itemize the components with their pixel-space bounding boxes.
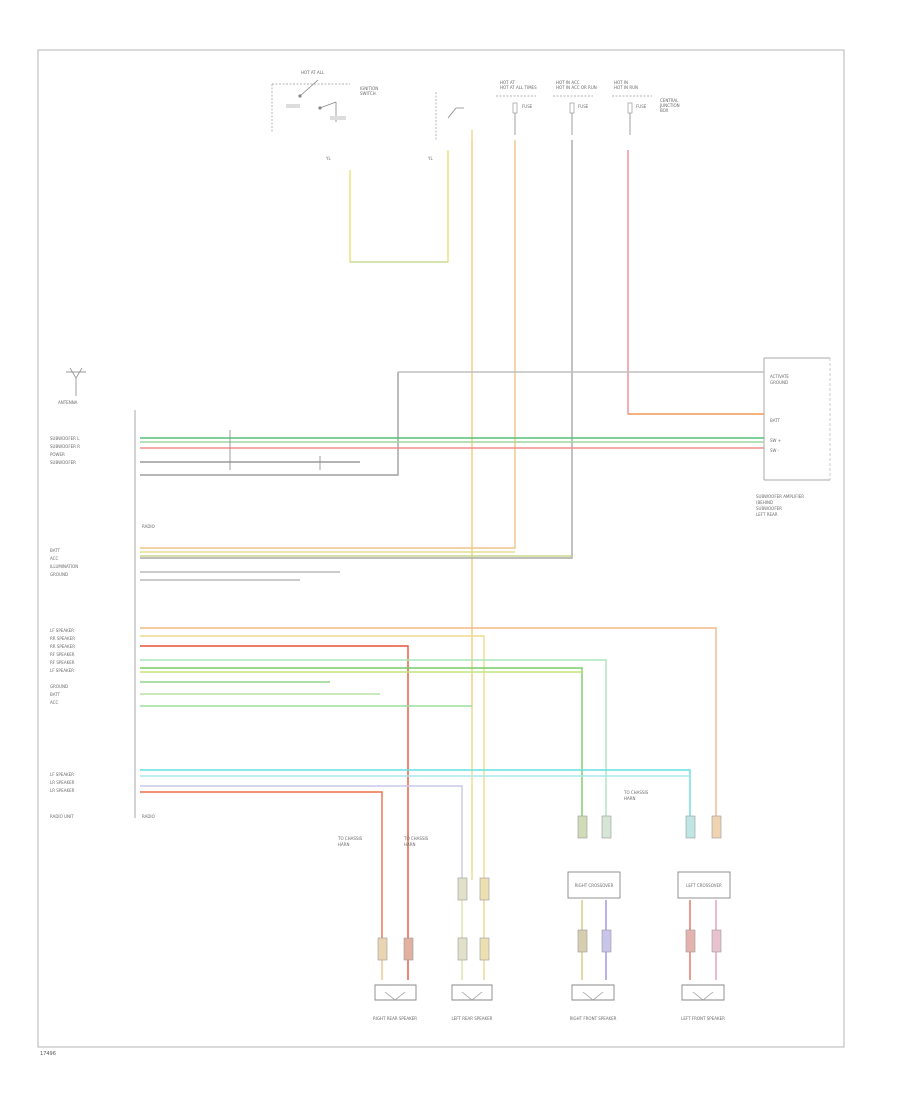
speaker-left-front: LEFT FRONT SPEAKER: [681, 984, 725, 1021]
fuse-label-3: HOT IN RUN: [614, 85, 638, 90]
svg-text:HARN: HARN: [624, 796, 636, 801]
svg-text:BATT: BATT: [770, 418, 781, 423]
svg-text:FUSE: FUSE: [636, 104, 647, 109]
radio-unit-label: RADIO UNIT: [50, 814, 74, 819]
svg-text:CENTRAL: CENTRAL: [660, 98, 679, 103]
svg-text:BATT: BATT: [50, 692, 61, 697]
svg-text:YL: YL: [325, 156, 331, 161]
svg-text:JUNCTION: JUNCTION: [659, 103, 680, 108]
svg-text:IGNITION: IGNITION: [360, 86, 378, 91]
svg-text:HARN: HARN: [338, 842, 350, 847]
svg-text:SUBWOOFER R: SUBWOOFER R: [50, 444, 80, 449]
svg-text:LEFT REAR: LEFT REAR: [756, 512, 778, 517]
speaker-label-rf: RIGHT FRONT SPEAKER: [570, 1016, 617, 1021]
connectors: TO CHASSIS HARN TO CHASSIS HARN TO CHASS…: [337, 790, 722, 961]
svg-text:SWITCH: SWITCH: [360, 91, 376, 96]
subwoofer-amplifier: ACTIVATE GROUND BATT SW + SW - SUBWOOFER…: [756, 357, 831, 517]
left-crossover-label: LEFT CROSSOVER: [686, 883, 722, 888]
svg-text:RF SPEAKER: RF SPEAKER: [50, 652, 75, 657]
speaker-right-rear: RIGHT REAR SPEAKER: [373, 984, 417, 1021]
svg-text:BOX: BOX: [660, 108, 669, 113]
svg-text:(BEHIND: (BEHIND: [756, 500, 773, 505]
wires: [140, 130, 764, 980]
radio-head-unit: SUBWOOFER L SUBWOOFER R POWER SUBWOOFER …: [50, 410, 155, 819]
svg-text:RF SPEAKER: RF SPEAKER: [50, 660, 75, 665]
svg-text:SW +: SW +: [770, 438, 781, 443]
svg-text:HOT AT: HOT AT: [500, 80, 515, 85]
diagram-footer: 17496: [40, 1051, 56, 1057]
svg-text:GROUND: GROUND: [770, 380, 788, 385]
fuse-hot-in-acc-or-run: HOT IN ACC HOT IN ACC OR RUN FUSE: [553, 80, 597, 135]
svg-text:LR SPEAKER: LR SPEAKER: [50, 780, 75, 785]
amp-label: SUBWOOFER AMPLIFIER: [756, 494, 804, 499]
svg-text:RADIO: RADIO: [142, 524, 155, 529]
svg-text:TO CHASSIS: TO CHASSIS: [403, 836, 429, 841]
svg-text:TO CHASSIS: TO CHASSIS: [337, 836, 363, 841]
svg-text:ACTIVATE: ACTIVATE: [770, 374, 789, 379]
svg-text:SW -: SW -: [770, 448, 780, 453]
diagram-frame: [37, 49, 845, 1048]
svg-text:HARN: HARN: [404, 842, 416, 847]
antenna-icon: ANTENNA: [58, 367, 86, 405]
ignition-switch-block: HOT AT ALL IGNITION SWITCH YL: [271, 70, 378, 161]
svg-text:ACC: ACC: [50, 700, 58, 705]
svg-text:HOT AT ALL: HOT AT ALL: [301, 70, 325, 75]
svg-text:GROUND: GROUND: [50, 684, 68, 689]
fuse-label-2: HOT IN ACC OR RUN: [556, 85, 597, 90]
svg-text:BATT: BATT: [50, 548, 61, 553]
svg-text:SUBWOOFER: SUBWOOFER: [50, 460, 76, 465]
relay-block: YL: [427, 92, 464, 161]
fuse-hot-in-run: HOT IN HOT IN RUN FUSE CENTRAL JUNCTION …: [612, 80, 680, 135]
svg-text:SUBWOOFER L: SUBWOOFER L: [50, 436, 80, 441]
svg-text:RR SPEAKER: RR SPEAKER: [50, 636, 75, 641]
fuse-hot-at-all-times: HOT AT HOT AT ALL TIMES FUSE: [496, 80, 537, 135]
right-crossover: RIGHT CROSSOVER: [567, 871, 621, 899]
svg-text:YL: YL: [427, 156, 433, 161]
svg-text:RADIO: RADIO: [142, 814, 155, 819]
speaker-right-front: RIGHT FRONT SPEAKER: [570, 984, 617, 1021]
svg-text:FUSE: FUSE: [578, 104, 589, 109]
speaker-left-rear: LEFT REAR SPEAKER: [452, 984, 493, 1021]
speaker-label-lf: LEFT FRONT SPEAKER: [681, 1016, 725, 1021]
svg-text:SUBWOOFER: SUBWOOFER: [756, 506, 782, 511]
svg-text:HOT IN ACC: HOT IN ACC: [556, 80, 580, 85]
right-crossover-label: RIGHT CROSSOVER: [575, 883, 614, 888]
fuse-label-1: HOT AT ALL TIMES: [500, 85, 537, 90]
left-crossover: LEFT CROSSOVER: [677, 871, 731, 899]
svg-text:LF SPEAKER: LF SPEAKER: [50, 628, 74, 633]
svg-text:RR SPEAKER: RR SPEAKER: [50, 644, 75, 649]
svg-text:LR SPEAKER: LR SPEAKER: [50, 788, 75, 793]
svg-text:ILLUMINATION: ILLUMINATION: [50, 564, 78, 569]
speaker-label-rr: RIGHT REAR SPEAKER: [373, 1016, 417, 1021]
svg-text:ACC: ACC: [50, 556, 58, 561]
svg-text:GROUND: GROUND: [50, 572, 68, 577]
svg-text:HOT IN: HOT IN: [614, 80, 628, 85]
speaker-label-lr: LEFT REAR SPEAKER: [452, 1016, 493, 1021]
svg-text:POWER: POWER: [50, 452, 65, 457]
svg-text:FUSE: FUSE: [522, 104, 533, 109]
svg-text:TO CHASSIS: TO CHASSIS: [623, 790, 649, 795]
svg-text:LF SPEAKER: LF SPEAKER: [50, 772, 74, 777]
antenna-label: ANTENNA: [58, 400, 78, 405]
svg-text:LF SPEAKER: LF SPEAKER: [50, 668, 74, 673]
